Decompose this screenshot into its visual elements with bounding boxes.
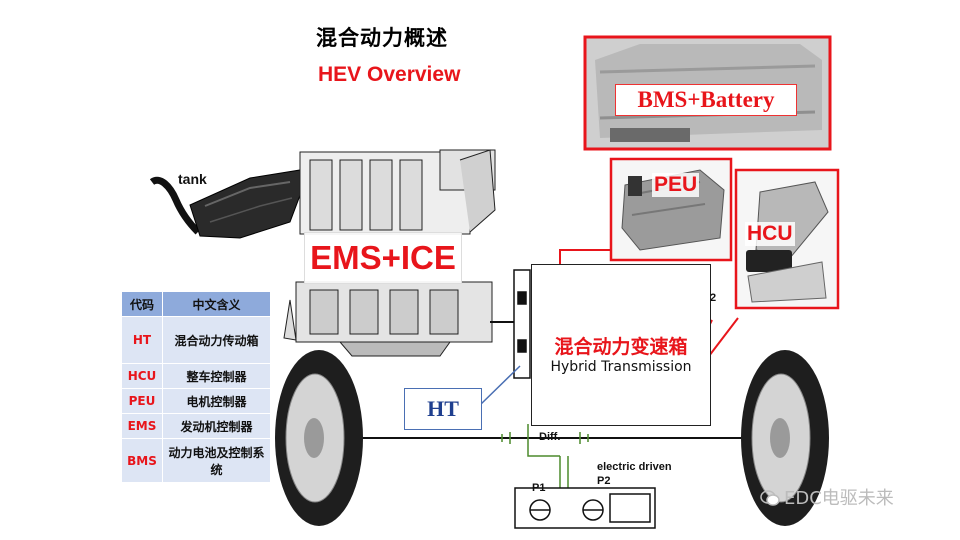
abbreviation-legend-table: 代码 中文含义 HT 混合动力传动箱 HCU 整车控制器 PEU 电机控制器 E… — [121, 291, 271, 483]
bms-battery-label: BMS+Battery — [615, 84, 797, 116]
watermark: EDC电驱未来 — [760, 484, 894, 510]
tank-label: tank — [178, 171, 207, 187]
legend-meaning: 发动机控制器 — [162, 413, 271, 439]
wechat-icon — [760, 490, 780, 506]
watermark-text: EDC电驱未来 — [784, 488, 894, 509]
engine-illustration — [283, 149, 496, 357]
table-row: EMS 发动机控制器 — [121, 413, 271, 439]
page-title-en: HEV Overview — [318, 63, 461, 86]
transmission-label-cn: 混合动力变速箱 — [554, 336, 688, 358]
peu-label: PEU — [652, 173, 700, 197]
legend-meaning: 整车控制器 — [162, 363, 271, 389]
ht-callout: HT — [404, 388, 482, 430]
legend-header-code: 代码 — [121, 291, 163, 317]
hybrid-transmission-box — [531, 264, 711, 426]
page-title-cn: 混合动力概述 — [316, 26, 448, 50]
p2-label: P2 — [597, 475, 611, 487]
legend-code: HCU — [121, 363, 163, 389]
transmission-label-en: Hybrid Transmission — [550, 359, 692, 375]
table-row: HT 混合动力传动箱 — [121, 316, 271, 364]
legend-meaning: 混合动力传动箱 — [162, 316, 271, 364]
p1-label: P1 — [532, 482, 546, 494]
legend-meaning: 动力电池及控制系统 — [162, 438, 271, 483]
legend-meaning: 电机控制器 — [162, 388, 271, 414]
electric-driven-label: electric driven — [597, 461, 672, 473]
legend-header-row: 代码 中文含义 — [121, 291, 271, 317]
table-row: PEU 电机控制器 — [121, 388, 271, 414]
table-row: HCU 整车控制器 — [121, 363, 271, 389]
coupling-flange — [513, 269, 531, 379]
diff-label: Diff. — [539, 431, 561, 443]
legend-header-meaning: 中文含义 — [162, 291, 271, 317]
front-left-wheel — [275, 350, 363, 526]
ems-ice-label: EMS+ICE — [304, 232, 462, 284]
hcu-label: HCU — [745, 222, 795, 246]
legend-code: PEU — [121, 388, 163, 414]
ht-pointer-line — [479, 365, 521, 406]
legend-code: HT — [121, 316, 163, 364]
legend-code: BMS — [121, 438, 163, 483]
transmission-port-label: 2 — [710, 292, 717, 304]
front-right-wheel — [741, 350, 829, 526]
motor-housing — [514, 487, 656, 529]
legend-code: EMS — [121, 413, 163, 439]
fuel-tank-illustration — [149, 169, 303, 239]
table-row: BMS 动力电池及控制系统 — [121, 438, 271, 483]
